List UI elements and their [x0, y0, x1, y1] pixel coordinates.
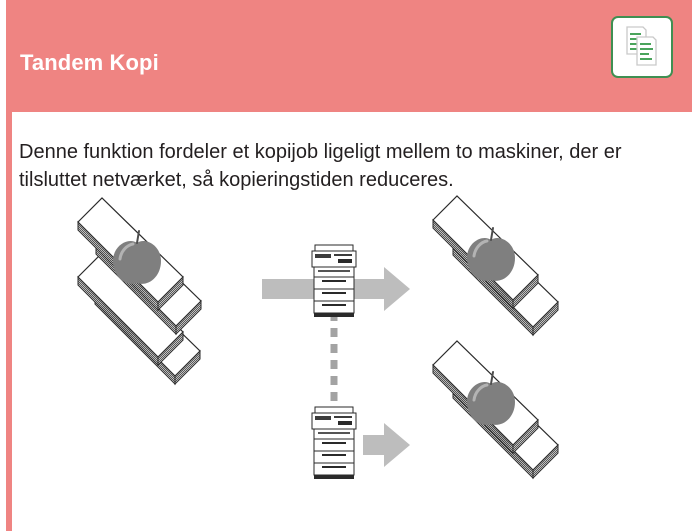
copy-documents-icon [611, 16, 673, 78]
header-banner: Tandem Kopi [6, 0, 692, 112]
page-title: Tandem Kopi [20, 50, 159, 75]
document-stack-icon [432, 195, 559, 336]
document-stack-icon [77, 197, 202, 385]
arrow-right-icon [363, 423, 410, 467]
sidebar-stripe [6, 112, 12, 531]
printer-icon [311, 244, 357, 318]
description-text: Denne funktion fordeler et kopijob ligel… [19, 141, 622, 191]
document-stack-icon [432, 340, 559, 479]
printer-icon [311, 406, 357, 480]
